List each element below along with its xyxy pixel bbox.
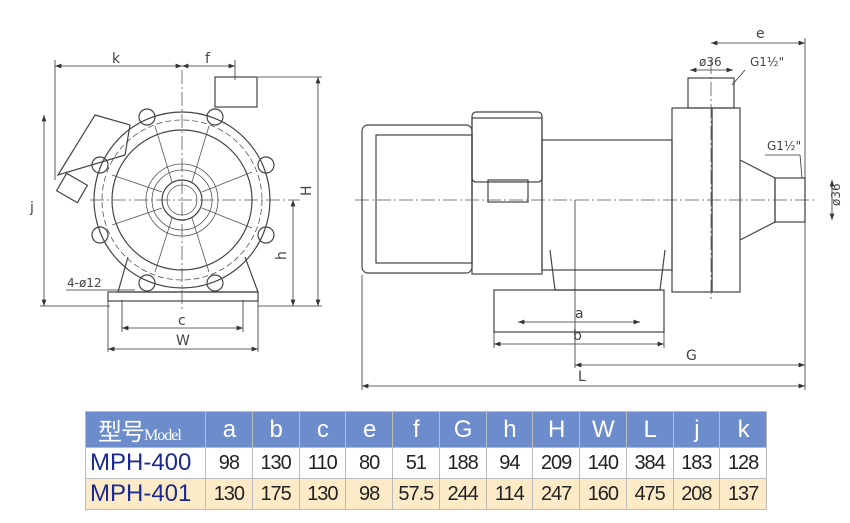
value-cell: 130 — [298, 478, 347, 510]
value-cell: 209 — [532, 447, 580, 479]
value-cell: 384 — [625, 447, 674, 479]
table-row: MPH-400 98 130 110 80 51 188 94 209 140 … — [85, 447, 767, 479]
value-cell: 183 — [672, 447, 721, 479]
header-cell: W — [579, 411, 627, 448]
value-cell: 98 — [205, 447, 253, 479]
dim-h: h — [274, 251, 290, 260]
dim-H: H — [299, 185, 315, 196]
dim-dia-top: ø36 — [699, 55, 722, 69]
header-model: 型号Model — [85, 411, 206, 448]
value-cell: 57.5 — [392, 478, 440, 510]
dim-b: b — [573, 328, 582, 344]
header-cell: c — [298, 411, 347, 448]
dim-f: f — [205, 51, 211, 67]
dim-holes: 4-ø12 — [67, 276, 102, 290]
dim-c: c — [178, 313, 186, 329]
side-view: e ø36 G1½" G1½" ø36 a b G L — [355, 26, 843, 390]
value-cell: 98 — [345, 478, 393, 510]
value-cell: 475 — [625, 478, 674, 510]
header-model-en: Model — [144, 427, 182, 444]
dimension-table: 型号Model a b c e f G h H W L j k MPH-400 … — [85, 411, 767, 510]
value-cell: 175 — [251, 478, 300, 510]
dim-W: W — [176, 333, 190, 349]
value-cell: 130 — [205, 478, 253, 510]
table-header: 型号Model a b c e f G h H W L j k — [85, 411, 767, 448]
dim-L: L — [578, 369, 586, 385]
header-cell: h — [485, 411, 534, 448]
header-cell: e — [345, 411, 393, 448]
value-cell: 247 — [532, 478, 580, 510]
value-cell: 51 — [392, 447, 440, 479]
model-cell: MPH-401 — [85, 478, 206, 510]
header-model-cn: 型号 — [98, 419, 145, 446]
model-cell: MPH-400 — [85, 447, 206, 479]
header-cell: G — [438, 411, 487, 448]
value-cell: 160 — [579, 478, 627, 510]
thread-top: G1½" — [750, 55, 784, 69]
value-cell: 188 — [438, 447, 487, 479]
dim-a: a — [575, 306, 584, 322]
value-cell: 110 — [298, 447, 347, 479]
header-cell: k — [719, 411, 767, 448]
dim-G: G — [686, 348, 697, 364]
dim-j: j — [29, 200, 34, 216]
value-cell: 140 — [579, 447, 627, 479]
header-cell: f — [392, 411, 440, 448]
dim-k: k — [112, 51, 121, 67]
dim-e: e — [756, 26, 765, 42]
value-cell: 244 — [438, 478, 487, 510]
header-cell: j — [672, 411, 721, 448]
header-cell: b — [251, 411, 300, 448]
header-cell: a — [205, 411, 253, 448]
value-cell: 137 — [719, 478, 767, 510]
value-cell: 80 — [345, 447, 393, 479]
value-cell: 130 — [251, 447, 300, 479]
dim-dia-side: ø36 — [829, 183, 843, 206]
front-view: k f H h j 4-ø12 c W — [29, 51, 322, 352]
pump-drawing: k f H h j 4-ø12 c W — [29, 26, 843, 390]
value-cell: 94 — [485, 447, 534, 479]
thread-side: G1½" — [767, 139, 801, 153]
header-cell: L — [625, 411, 674, 448]
value-cell: 208 — [672, 478, 721, 510]
header-cell: H — [532, 411, 580, 448]
value-cell: 128 — [719, 447, 767, 479]
value-cell: 114 — [485, 478, 534, 510]
table-row: MPH-401 130 175 130 98 57.5 244 114 247 … — [85, 478, 767, 510]
